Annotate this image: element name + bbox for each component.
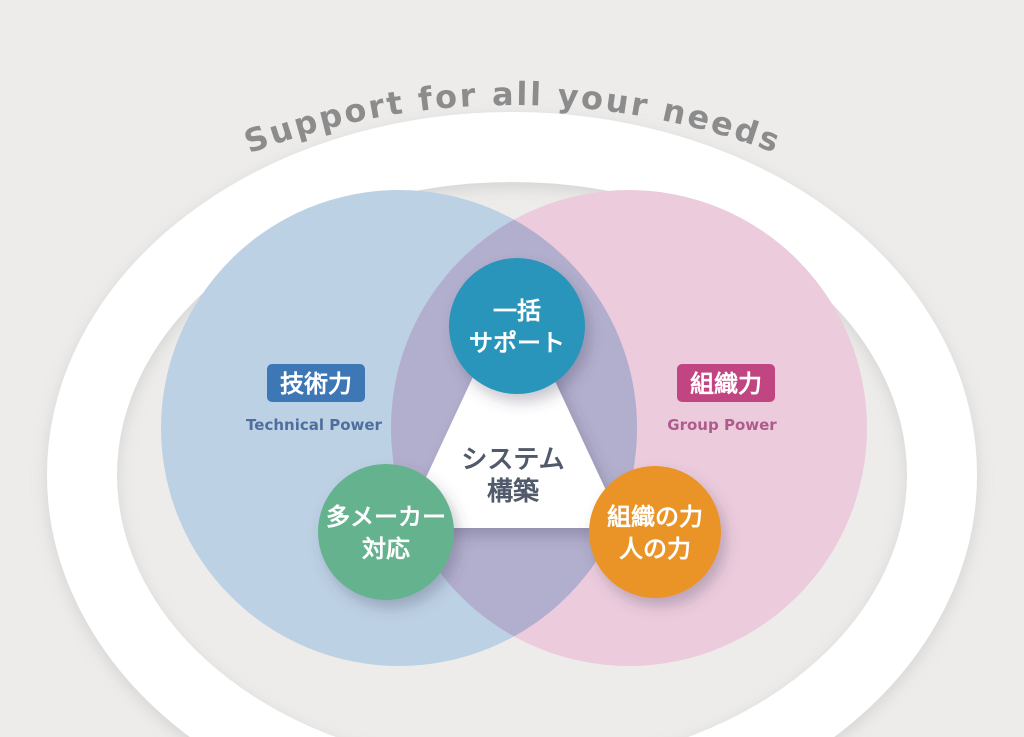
white-ring-arc [47, 112, 977, 737]
node-bottom-right-line2: 人の力 [619, 535, 691, 563]
center-line2-text: 構築 [487, 476, 540, 507]
left-subtitle: Technical Power [246, 416, 383, 434]
center-line1-text: システム [461, 445, 564, 475]
right-subtitle: Group Power [667, 416, 777, 434]
center-triangle [407, 302, 619, 528]
left-badge-label: 技術力 [280, 370, 352, 398]
node-top-line2: サポート [469, 329, 565, 357]
node-bottom-left-circle [318, 464, 454, 600]
node-top-line1: 一括 [493, 297, 541, 325]
node-bottom-right-line1: 組織の力 [607, 503, 703, 531]
left-subtitle-text: Technical Power [246, 416, 383, 434]
node-bottom-right-circle [589, 466, 721, 598]
node-bottom-left-line1: 多メーカー [326, 503, 446, 531]
node-top-circle [449, 258, 585, 394]
right-subtitle-text: Group Power [667, 416, 777, 434]
center-label-line1: システム [461, 445, 564, 475]
left-badge [267, 364, 365, 402]
right-badge-label: 組織力 [690, 370, 762, 398]
right-badge [677, 364, 775, 402]
node-bottom-left-line2: 対応 [362, 535, 410, 563]
center-label-line2: 構築 [487, 476, 540, 507]
